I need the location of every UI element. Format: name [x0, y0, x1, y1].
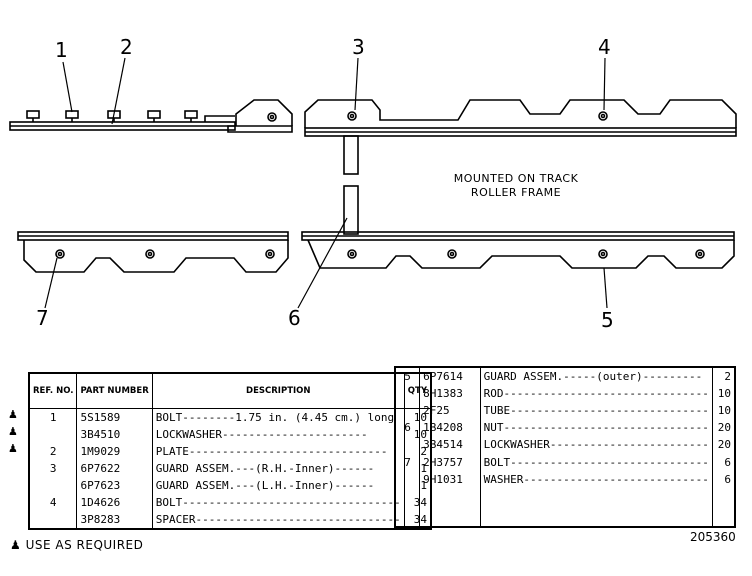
description-cell: LOCKWASHER---------------------- — [151, 426, 405, 443]
description-cell: SPACER------------------------------- — [151, 511, 405, 529]
ref-no-cell: 3 — [28, 460, 78, 477]
as-required-mark-icon: ♟ — [8, 442, 18, 455]
qty-cell: 10 — [711, 385, 736, 403]
qty-cell: 20 — [711, 419, 736, 437]
callout-6: 6 — [288, 306, 301, 330]
part-number-cell: 1M9029 — [76, 443, 153, 460]
ref-no-cell — [28, 426, 78, 443]
part-number-cell: 9H1031 — [419, 470, 481, 488]
caption-line-1: MOUNTED ON TRACK — [453, 172, 579, 185]
callout-4: 4 — [598, 35, 611, 59]
part-number-cell: 8H1383 — [419, 385, 481, 403]
ref-no-cell — [394, 436, 421, 454]
description-cell: BOLT--------------------------------- — [151, 494, 405, 511]
callout-3: 3 — [352, 35, 365, 59]
ref-no-cell — [394, 402, 421, 420]
footnote: ♟ USE AS REQUIRED — [10, 538, 143, 552]
part-number-cell: 2F25 — [419, 402, 481, 420]
part-number-cell: 3B4514 — [419, 436, 481, 454]
inner-guard-top-left — [227, 99, 293, 133]
part-number-cell: 6P7614 — [419, 367, 481, 386]
description-cell: PLATE------------------------------ — [151, 443, 405, 460]
part-number-cell: 6P7622 — [76, 460, 153, 477]
document-number: 205360 — [690, 530, 736, 544]
leader-lines — [44, 57, 608, 309]
part-number-cell: 6P7623 — [76, 477, 153, 494]
ref-no-cell — [28, 477, 78, 494]
description-cell: LOCKWASHER------------------------ — [479, 436, 713, 454]
part-number-cell: 1B4208 — [419, 419, 481, 437]
caption-line-2: ROLLER FRAME — [470, 186, 562, 199]
rod-and-tube — [343, 135, 359, 235]
table-filler-row — [394, 487, 736, 527]
description-cell: ROD------------------------------- — [479, 385, 713, 403]
ref-no-cell — [394, 470, 421, 488]
part-number-cell: 1D4626 — [76, 494, 153, 511]
inner-guard-top-right — [304, 99, 737, 137]
part-number-cell: 3B4510 — [76, 426, 153, 443]
mounting-caption: MOUNTED ON TRACK ROLLER FRAME — [440, 172, 592, 200]
qty-cell: 10 — [711, 402, 736, 420]
header-ref-no: REF. NO. — [28, 372, 78, 409]
part-number-cell: 5S1589 — [76, 408, 153, 426]
exploded-assembly-diagram — [9, 57, 737, 309]
bolt-row — [26, 110, 198, 122]
description-cell: GUARD ASSEM.---(L.H.-Inner)------ — [151, 477, 405, 494]
ref-no-cell: 7 — [394, 453, 421, 471]
qty-cell: 6 — [711, 453, 736, 471]
description-cell: BOLT--------1.75 in. (4.45 cm.) long — [151, 408, 405, 426]
ref-no-cell: 5 — [394, 367, 421, 386]
ref-no-cell — [28, 511, 78, 529]
outer-guard-bottom-right — [301, 231, 735, 269]
table-header-row: REF. NO. PART NUMBER DESCRIPTION QTY — [28, 372, 432, 409]
qty-cell: 20 — [711, 436, 736, 454]
ref-no-cell: 2 — [28, 443, 78, 460]
description-cell: NUT------------------------------- — [479, 419, 713, 437]
as-required-mark-icon: ♟ — [8, 425, 18, 438]
description-cell: TUBE------------------------------ — [479, 402, 713, 420]
ref-no-cell — [394, 385, 421, 403]
callout-1: 1 — [55, 38, 68, 62]
ref-no-cell: 1 — [28, 408, 78, 426]
description-cell: BOLT------------------------------ — [479, 453, 713, 471]
ref-no-cell: 4 — [28, 494, 78, 511]
part-number-cell: 3P8283 — [76, 511, 153, 529]
plate-and-bolts-assembly — [9, 110, 236, 131]
as-required-marks: ♟ ♟ ♟ — [8, 408, 22, 459]
qty-cell: 6 — [711, 470, 736, 488]
as-required-icon: ♟ — [10, 538, 22, 552]
header-part-number: PART NUMBER — [76, 372, 153, 409]
callout-5: 5 — [601, 308, 614, 332]
qty-cell: 2 — [711, 367, 736, 386]
as-required-mark-icon: ♟ — [8, 408, 18, 421]
description-cell: WASHER---------------------------- — [479, 470, 713, 488]
ref-no-cell: 6 — [394, 419, 421, 437]
description-cell: GUARD ASSEM.---(R.H.-Inner)------ — [151, 460, 405, 477]
callout-7: 7 — [36, 306, 49, 330]
header-description: DESCRIPTION — [151, 372, 405, 409]
outer-guard-bottom-left — [17, 231, 289, 273]
part-number-cell: 2H3757 — [419, 453, 481, 471]
footnote-text: USE AS REQUIRED — [25, 538, 144, 552]
description-cell: GUARD ASSEM.-----(outer)--------- — [479, 367, 713, 386]
callout-2: 2 — [120, 35, 133, 59]
